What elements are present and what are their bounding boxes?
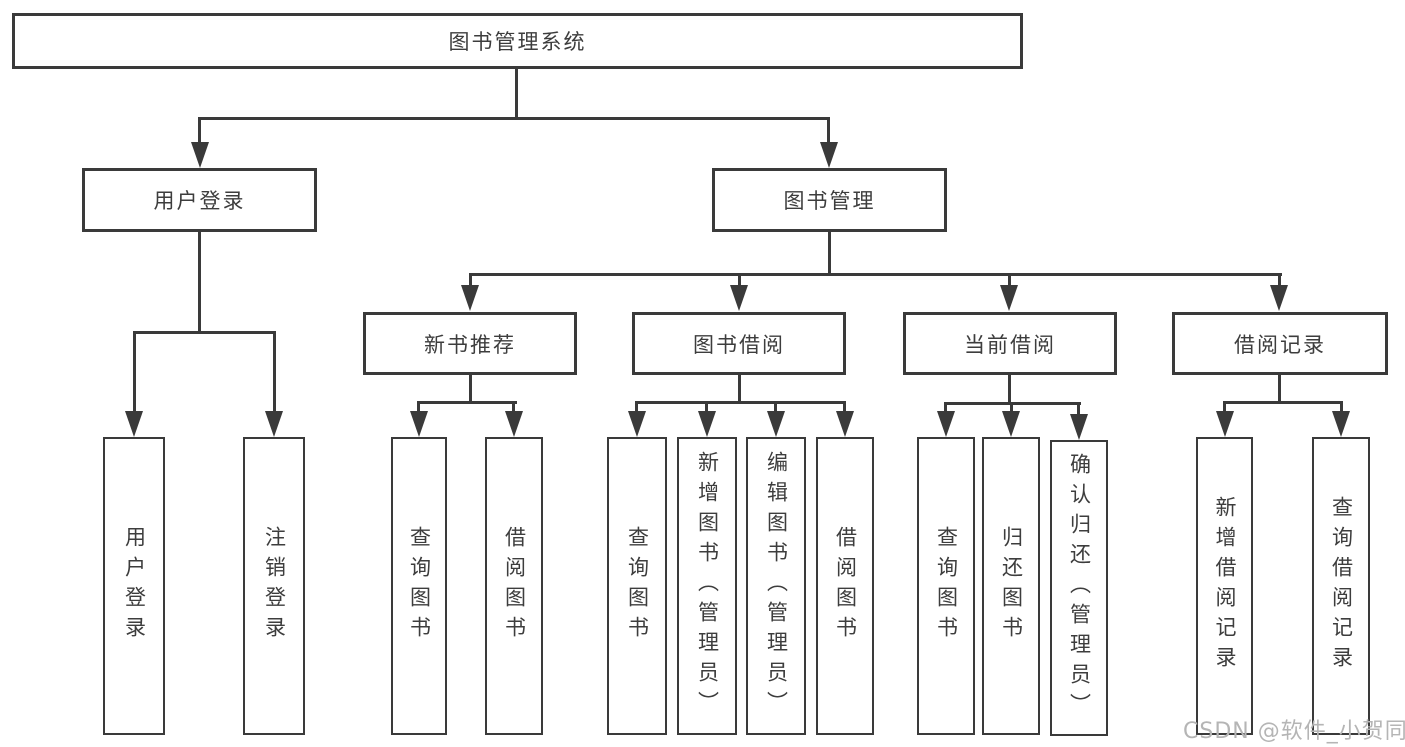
arrowhead-down-icon (1332, 411, 1350, 437)
node-label: 图书管理系统 (448, 30, 587, 54)
arrowhead-down-icon (628, 411, 646, 437)
connector-leaf (774, 401, 777, 413)
connector-new-book-split (418, 401, 517, 404)
connector-leaf (1223, 401, 1226, 413)
connector-book-mgmt-split (469, 273, 1282, 276)
csdn-watermark: CSDN @软件_小贺同学 (1183, 719, 1405, 744)
leaf-borrow-borrow-books: 借阅图书 (816, 437, 874, 735)
arrowhead-down-icon (1000, 285, 1018, 311)
leaf-label: 归还图书 (999, 526, 1024, 646)
connector-leaf (635, 401, 638, 413)
arrowhead-down-icon (1002, 411, 1020, 437)
arrowhead-down-icon (730, 285, 748, 311)
connector-leaf (417, 401, 420, 413)
connector-leaf (843, 401, 846, 413)
connector-leaf (512, 401, 515, 413)
leaf-current-query-books: 查询图书 (917, 437, 975, 735)
arrowhead-down-icon (1070, 414, 1088, 440)
arrowhead-down-icon (461, 285, 479, 311)
leaf-records-query-borrow-record: 查询借阅记录 (1312, 437, 1370, 735)
leaf-label: 借阅图书 (502, 526, 527, 646)
leaf-label: 查询图书 (407, 526, 432, 646)
leaf-label: 借阅图书 (833, 526, 858, 646)
leaf-label: 新增借阅记录 (1213, 496, 1238, 676)
connector-root-trunk (515, 68, 518, 118)
connector-leaf (1010, 402, 1013, 413)
connector-book-borrow-trunk (738, 375, 741, 404)
leaf-borrow-add-books-admin: 新增图书（管理员） (677, 437, 737, 735)
connector-to-new-book (469, 273, 472, 287)
connector-to-book-borrow (738, 273, 741, 287)
arrowhead-down-icon (767, 411, 785, 437)
connector-user-login-trunk (198, 232, 201, 334)
leaf-label: 新增图书（管理员） (695, 451, 720, 721)
node-label: 图书借阅 (693, 332, 785, 357)
arrowhead-down-icon (836, 411, 854, 437)
connector-leaf (944, 402, 947, 413)
leaf-label: 查询图书 (934, 526, 959, 646)
connector-leaf (1340, 401, 1343, 413)
connector-leaf (1077, 402, 1080, 415)
connector-to-current-borrow (1008, 273, 1011, 287)
connector-new-book-trunk (469, 375, 472, 404)
node-user-login: 用户登录 (82, 168, 317, 232)
node-label: 借阅记录 (1234, 332, 1326, 357)
node-current-borrow: 当前借阅 (903, 312, 1117, 375)
leaf-label: 编辑图书（管理员） (764, 451, 789, 721)
leaf-label: 查询借阅记录 (1329, 496, 1354, 676)
node-label: 当前借阅 (964, 332, 1056, 357)
connector-to-book-management (827, 117, 830, 147)
connector-to-leaf-logout (273, 331, 276, 413)
arrowhead-down-icon (1216, 411, 1234, 437)
arrowhead-down-icon (698, 411, 716, 437)
leaf-current-return-books: 归还图书 (982, 437, 1040, 735)
node-label: 图书管理 (783, 189, 876, 213)
leaf-borrow-query-books: 查询图书 (607, 437, 667, 735)
arrowhead-down-icon (410, 411, 428, 437)
arrowhead-down-icon (191, 142, 209, 168)
arrowhead-down-icon (820, 142, 838, 168)
arrowhead-down-icon (937, 411, 955, 437)
connector-borrow-records-trunk (1278, 375, 1281, 404)
leaf-logout-login: 注销登录 (243, 437, 305, 735)
leaf-current-confirm-return-admin: 确认归还（管理员） (1050, 440, 1108, 736)
arrowhead-down-icon (265, 411, 283, 437)
connector-user-login-split (133, 331, 276, 334)
node-borrow-records: 借阅记录 (1172, 312, 1388, 375)
arrowhead-down-icon (505, 411, 523, 437)
connector-to-borrow-records (1278, 273, 1281, 287)
connector-book-mgmt-trunk (828, 232, 831, 276)
connector-leaf (705, 401, 708, 413)
leaf-user-login: 用户登录 (103, 437, 165, 735)
node-library-management-system: 图书管理系统 (12, 13, 1023, 69)
leaf-label: 注销登录 (262, 526, 287, 646)
node-book-management: 图书管理 (712, 168, 947, 232)
connector-to-user-login (198, 117, 201, 147)
connector-current-borrow-trunk (1008, 375, 1011, 405)
leaf-newbook-borrow-books: 借阅图书 (485, 437, 543, 735)
node-label: 新书推荐 (424, 332, 516, 357)
leaf-newbook-query-books: 查询图书 (391, 437, 447, 735)
connector-current-borrow-split (945, 402, 1081, 405)
leaf-label: 用户登录 (122, 526, 147, 646)
arrowhead-down-icon (1270, 285, 1288, 311)
connector-to-leaf-user-login (133, 331, 136, 413)
connector-borrow-records-split (1224, 401, 1343, 404)
leaf-borrow-edit-books-admin: 编辑图书（管理员） (746, 437, 806, 735)
connector-root-split (198, 117, 830, 120)
leaf-label: 确认归还（管理员） (1067, 453, 1092, 723)
node-label: 用户登录 (153, 189, 246, 213)
arrowhead-down-icon (125, 411, 143, 437)
node-book-borrow: 图书借阅 (632, 312, 846, 375)
connector-book-borrow-split (636, 401, 846, 404)
leaf-records-add-borrow-record: 新增借阅记录 (1196, 437, 1253, 735)
leaf-label: 查询图书 (625, 526, 650, 646)
node-new-book-recommend: 新书推荐 (363, 312, 577, 375)
